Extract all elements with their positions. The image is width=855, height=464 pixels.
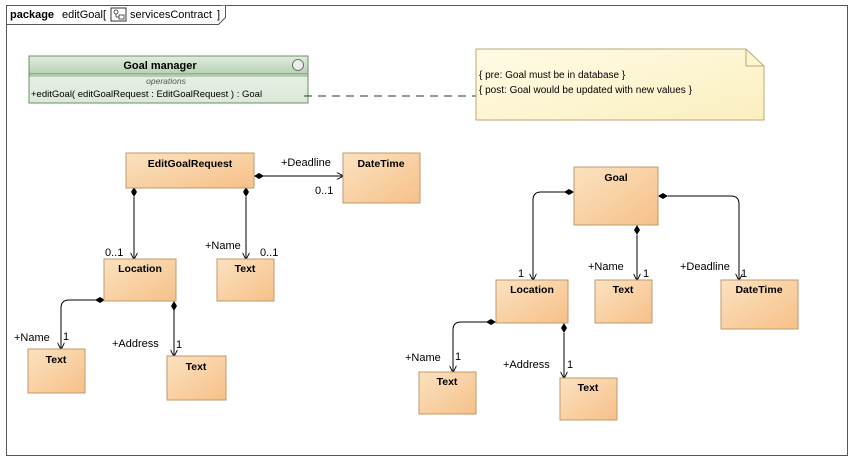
right-text-name-class[interactable]: Text — [418, 371, 477, 415]
frame-diagram-name: servicesContract — [130, 9, 212, 21]
frame-bracket-open: [ — [103, 9, 106, 21]
class-name: Text — [46, 354, 67, 366]
composition-diamond — [171, 301, 177, 311]
right-associations — [453, 191, 739, 378]
frame-name: editGoal — [62, 9, 103, 21]
assoc-location-name — [61, 299, 99, 349]
assoc-location-name — [453, 321, 487, 372]
composition-diamond — [254, 173, 264, 179]
class-name: DateTime — [357, 158, 404, 170]
left-location-class[interactable]: Location — [103, 258, 177, 302]
multiplicity-deadline: 1 — [741, 268, 747, 280]
goal-class[interactable]: Goal — [573, 166, 659, 226]
left-composition-diamonds — [95, 173, 264, 311]
class-name: Text — [186, 361, 207, 373]
edit-goal-request-class[interactable]: EditGoalRequest — [125, 152, 255, 189]
composition-diamond — [243, 187, 249, 197]
multiplicity-location: 0..1 — [105, 247, 123, 259]
left-text-name-class[interactable]: Text — [27, 348, 86, 394]
note-postcondition: { post: Goal would be updated with new v… — [479, 85, 693, 96]
class-name: Text — [578, 382, 599, 394]
operations-compartment-label: operations — [146, 76, 186, 86]
right-text-class[interactable]: Text — [594, 279, 653, 324]
left-datetime-class[interactable]: DateTime — [342, 152, 421, 204]
right-datetime-class[interactable]: DateTime — [720, 279, 799, 330]
class-name: EditGoalRequest — [148, 158, 233, 170]
multiplicity-address: 1 — [176, 339, 182, 351]
right-role-labels: 1 +Name 1 +Deadline 1 +Name 1 +Address 1 — [405, 261, 747, 371]
left-text-address-class[interactable]: Text — [166, 355, 227, 401]
role-address: +Address — [503, 359, 550, 371]
multiplicity-address: 1 — [567, 359, 573, 371]
composition-diamond — [486, 319, 496, 325]
class-name: Text — [235, 263, 256, 275]
multiplicity-location: 1 — [518, 268, 524, 280]
edit-goal-operation: +editGoal( editGoalRequest : EditGoalReq… — [31, 89, 262, 100]
interface-icon — [292, 59, 304, 71]
goal-manager-class[interactable]: Goal manager operations +editGoal( editG… — [28, 55, 309, 104]
role-name-top: +Name — [588, 261, 624, 273]
class-name: Goal — [604, 172, 627, 184]
goal-manager-title: Goal manager — [123, 60, 197, 72]
composition-diamond — [131, 187, 137, 197]
right-composition-diamonds — [486, 189, 668, 333]
left-associations — [61, 176, 343, 356]
multiplicity-name: 1 — [63, 331, 69, 343]
multiplicity-name: 1 — [455, 351, 461, 363]
class-name: Location — [510, 284, 554, 296]
class-diagram-icon — [110, 7, 127, 22]
multiplicity-deadline: 0..1 — [315, 185, 333, 197]
package-frame: package editGoal [ servicesContract ] — [6, 5, 848, 456]
class-name: Text — [437, 376, 458, 388]
constraint-note[interactable]: { pre: Goal must be in database } { post… — [475, 48, 765, 121]
class-name: Text — [613, 284, 634, 296]
role-name: +Name — [405, 352, 441, 364]
class-name: Location — [118, 263, 162, 275]
right-text-address-class[interactable]: Text — [559, 377, 618, 421]
multiplicity-name-top: 1 — [643, 268, 649, 280]
note-precondition: { pre: Goal must be in database } — [479, 70, 626, 81]
assoc-goal-location — [533, 191, 570, 280]
composition-diamond — [95, 297, 105, 303]
frame-keyword: package — [10, 9, 54, 21]
role-deadline: +Deadline — [281, 157, 331, 169]
assoc-goal-deadline — [668, 195, 739, 280]
composition-diamond — [564, 189, 574, 195]
role-deadline: +Deadline — [680, 261, 730, 273]
right-location-class[interactable]: Location — [495, 279, 569, 324]
composition-diamond — [658, 193, 668, 199]
role-name-top: +Name — [205, 240, 241, 252]
role-address: +Address — [112, 338, 159, 350]
composition-diamond — [634, 225, 640, 235]
multiplicity-name-top: 0..1 — [260, 247, 278, 259]
frame-bracket-close: ] — [217, 9, 220, 21]
class-name: DateTime — [735, 284, 782, 296]
left-role-labels: +Deadline 0..1 0..1 +Name 0..1 +Name 1 +… — [14, 157, 333, 351]
role-name: +Name — [14, 332, 50, 344]
left-text-class[interactable]: Text — [216, 258, 275, 302]
composition-diamond — [561, 323, 567, 333]
